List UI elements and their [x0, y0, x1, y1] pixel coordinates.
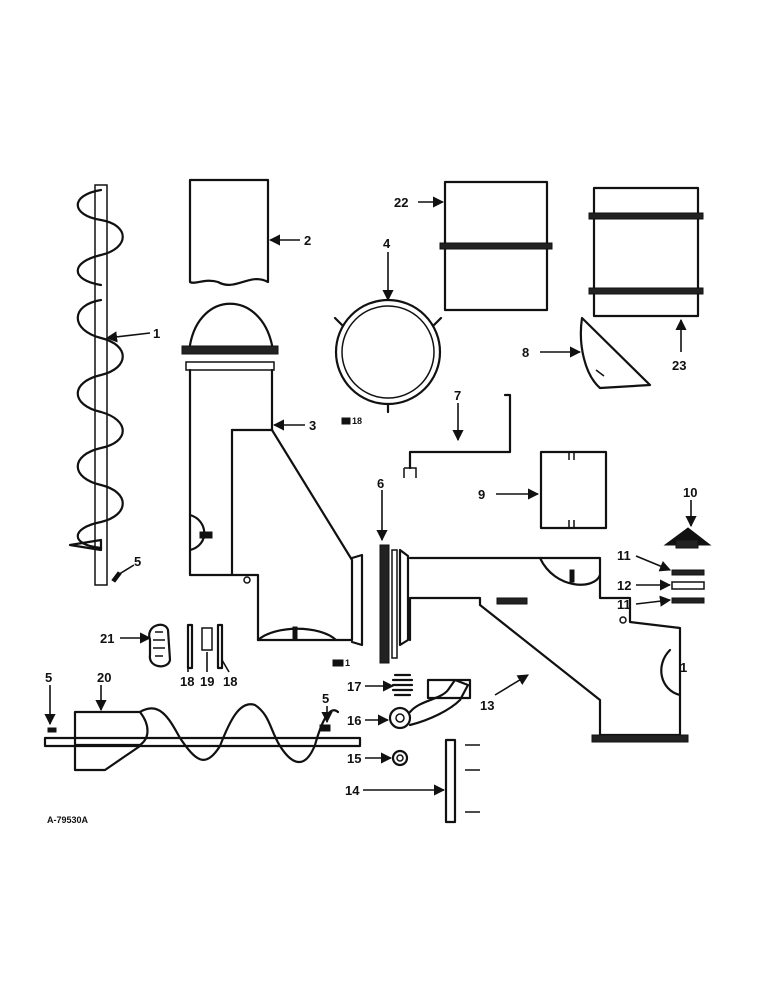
washer-part-15	[391, 749, 409, 767]
callout-19: 19	[200, 674, 214, 689]
callout-15: 15	[347, 751, 361, 766]
gear-and-bushings-parts-18-19-21	[148, 623, 224, 670]
plate-part-9	[539, 450, 608, 530]
callout-11-top: 11	[617, 548, 631, 563]
wing-nut-1-label: 1	[680, 660, 687, 675]
tensioner-bracket-part-16	[388, 678, 472, 730]
callout-17: 17	[347, 679, 361, 694]
drawing-number: A-79530A	[47, 815, 89, 825]
crank-handle-part-7	[403, 393, 512, 478]
washers-part-11-12	[671, 569, 705, 604]
callout-14: 14	[345, 783, 360, 798]
leader-lines	[44, 196, 697, 796]
callout-9: 9	[478, 487, 485, 502]
callout-7: 7	[454, 388, 461, 403]
cover-plate-part-8	[579, 316, 652, 390]
callout-4: 4	[383, 236, 391, 251]
callout-18-left: 18	[180, 674, 194, 689]
callout-23: 23	[672, 358, 686, 373]
callout-6: 6	[377, 476, 384, 491]
callout-21: 21	[100, 631, 114, 646]
callout-8: 8	[522, 345, 529, 360]
flange-part-6	[379, 544, 398, 664]
strap-part-14	[444, 738, 480, 824]
callout-3: 3	[309, 418, 316, 433]
callout-22: 22	[394, 195, 408, 210]
bolt-18-label: 18	[352, 416, 362, 426]
lower-elbow-housing-part-13	[398, 548, 689, 743]
tube-section-part-22	[439, 180, 553, 312]
callout-labels: 1 2 3 4 5 5 5 6 7 8 9 10 11 12 11 13 14 …	[45, 195, 697, 798]
callout-2: 2	[304, 233, 311, 248]
spring-part-17	[391, 673, 414, 697]
upper-tube-part-2	[188, 178, 270, 286]
bolt-1-label: 1	[345, 658, 350, 668]
bevel-gear-part-10	[663, 527, 712, 549]
callout-11-bottom: 11	[617, 597, 631, 612]
inline-labels: 18 1 1 A-79530A	[47, 416, 687, 825]
callout-5-left: 5	[134, 554, 141, 569]
vertical-auger-part-1	[68, 184, 124, 586]
ring-bracket-part-4	[333, 298, 443, 414]
lower-auger-part-20	[43, 703, 362, 772]
callout-16: 16	[347, 713, 361, 728]
callout-5-bottom-left: 5	[45, 670, 52, 685]
callout-12: 12	[617, 578, 631, 593]
elbow-housing-part-3	[181, 302, 364, 647]
callout-1: 1	[153, 326, 160, 341]
callout-18-right: 18	[223, 674, 237, 689]
callout-5-bottom: 5	[322, 691, 329, 706]
callout-10: 10	[683, 485, 697, 500]
callout-13: 13	[480, 698, 494, 713]
tube-section-part-23	[588, 186, 704, 318]
callout-20: 20	[97, 670, 111, 685]
